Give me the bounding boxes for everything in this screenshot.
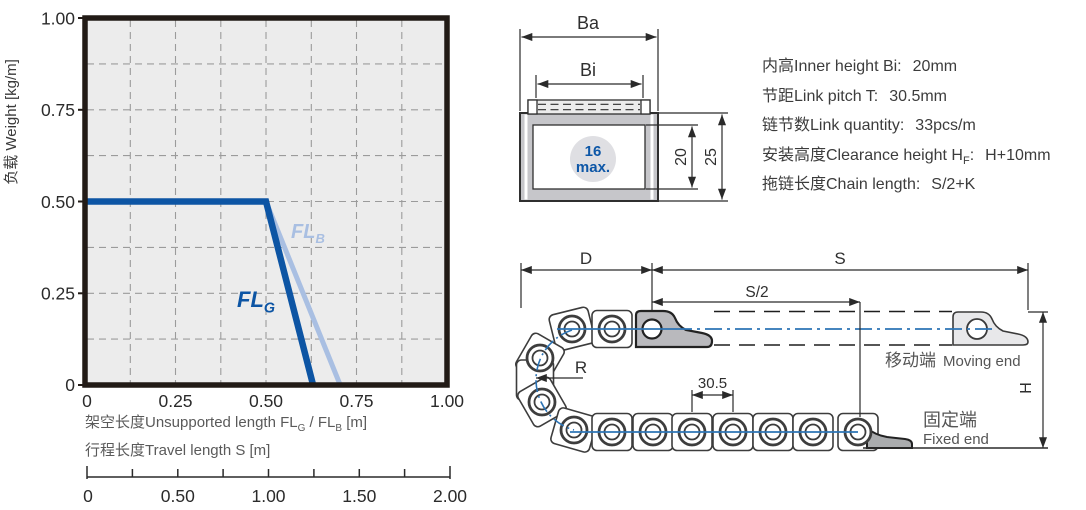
x-tick-0: 0 <box>82 391 92 411</box>
dim-ba: Ba <box>577 13 600 33</box>
y-tick-0.75: 0.75 <box>41 100 75 120</box>
travel-length-scale: 0 0.50 1.00 1.50 2.00 <box>83 466 467 506</box>
spec-link-quantity: 链节数Link quantity:33pcs/m <box>762 117 976 134</box>
dim-20: 20 <box>673 148 690 166</box>
fixed-end-label-zh: 固定端 <box>923 410 977 430</box>
load-capacity-chart: 1.00 0.75 0.50 0.25 0 0 0.25 0.50 0.75 1… <box>3 9 467 507</box>
dim-s: S <box>834 249 845 268</box>
y-axis-labels: 1.00 0.75 0.50 0.25 0 <box>41 9 75 396</box>
s-tick-1.50: 1.50 <box>342 486 376 506</box>
dimension-lines <box>520 263 1048 449</box>
dim-r: R <box>575 358 587 377</box>
y-axis-ticks <box>78 17 84 386</box>
series-flg-line <box>85 198 317 386</box>
dim-s-half: S/2 <box>745 284 768 301</box>
dim-25: 25 <box>703 148 720 166</box>
x-tick-0.50: 0.50 <box>249 391 283 411</box>
dim-h: H <box>1018 382 1035 394</box>
dim-30-5: 30.5 <box>698 375 727 392</box>
y-axis-title: 负载 Weight [kg/m] <box>3 59 20 185</box>
cable-max-value: 16 <box>585 143 602 160</box>
x-axis-caption-travel: 行程长度Travel length S [m] <box>85 442 271 459</box>
moving-end-label-en: Moving end <box>943 353 1021 370</box>
flg-sub: G <box>263 300 276 317</box>
side-view-diagram: D S S/2 R 30.5 H 移动端 Moving end 固定端 Fixe… <box>515 249 1048 453</box>
x-tick-1.00: 1.00 <box>430 391 464 411</box>
x-axis-caption-unsupported: 架空长度Unsupported length FLG / FLB [m] <box>85 414 368 434</box>
spec-inner-height: 内高Inner height Bi:20mm <box>762 58 958 75</box>
spec-clearance-height: 安装高度Clearance height HF:H+10mm <box>762 146 1051 167</box>
s-tick-1.00: 1.00 <box>251 486 285 506</box>
cable-diameter-circle <box>570 136 616 182</box>
plot-border <box>82 15 450 388</box>
series-label-flg: FLG <box>237 287 275 316</box>
travel-dashed-lines <box>714 310 952 346</box>
s-tick-2.00: 2.00 <box>433 486 467 506</box>
dim-d: D <box>580 249 592 268</box>
cross-section-diagram: 16 max. Ba Bi 20 25 <box>519 13 728 202</box>
spec-list: 内高Inner height Bi:20mm 节距Link pitch T:30… <box>762 52 1051 200</box>
y-tick-0.50: 0.50 <box>41 192 75 212</box>
spec-link-pitch: 节距Link pitch T:30.5mm <box>762 87 947 105</box>
x-tick-0.25: 0.25 <box>158 391 192 411</box>
fixed-end-bracket <box>866 425 913 449</box>
y-tick-0: 0 <box>65 375 75 395</box>
x-axis-labels: 0 0.25 0.50 0.75 1.00 <box>82 391 464 411</box>
s-tick-0.50: 0.50 <box>161 486 195 506</box>
cable-max-label: max. <box>576 159 610 176</box>
y-tick-1.00: 1.00 <box>41 9 75 29</box>
frame-stripe-right <box>650 114 654 200</box>
flb-sub: B <box>315 231 325 246</box>
crossbar <box>527 99 651 115</box>
y-tick-0.25: 0.25 <box>41 284 75 304</box>
series-label-flb: FLB <box>291 221 325 246</box>
flb-text: FL <box>291 221 316 243</box>
spec-chain-length: 拖链长度Chain length:S/2+K <box>762 176 976 193</box>
s-tick-0: 0 <box>83 486 93 506</box>
fixed-end-label-en: Fixed end <box>923 431 989 448</box>
x-axis-captions: 架空长度Unsupported length FLG / FLB [m] 行程长… <box>85 412 367 462</box>
frame-stripe-left <box>524 114 528 200</box>
dimension-lines <box>519 29 728 202</box>
dim-bi: Bi <box>580 60 596 80</box>
x-tick-0.75: 0.75 <box>339 391 373 411</box>
moving-end-label-zh: 移动端 <box>885 351 936 370</box>
series-flb-line <box>263 200 343 386</box>
flg-text: FL <box>237 287 264 312</box>
